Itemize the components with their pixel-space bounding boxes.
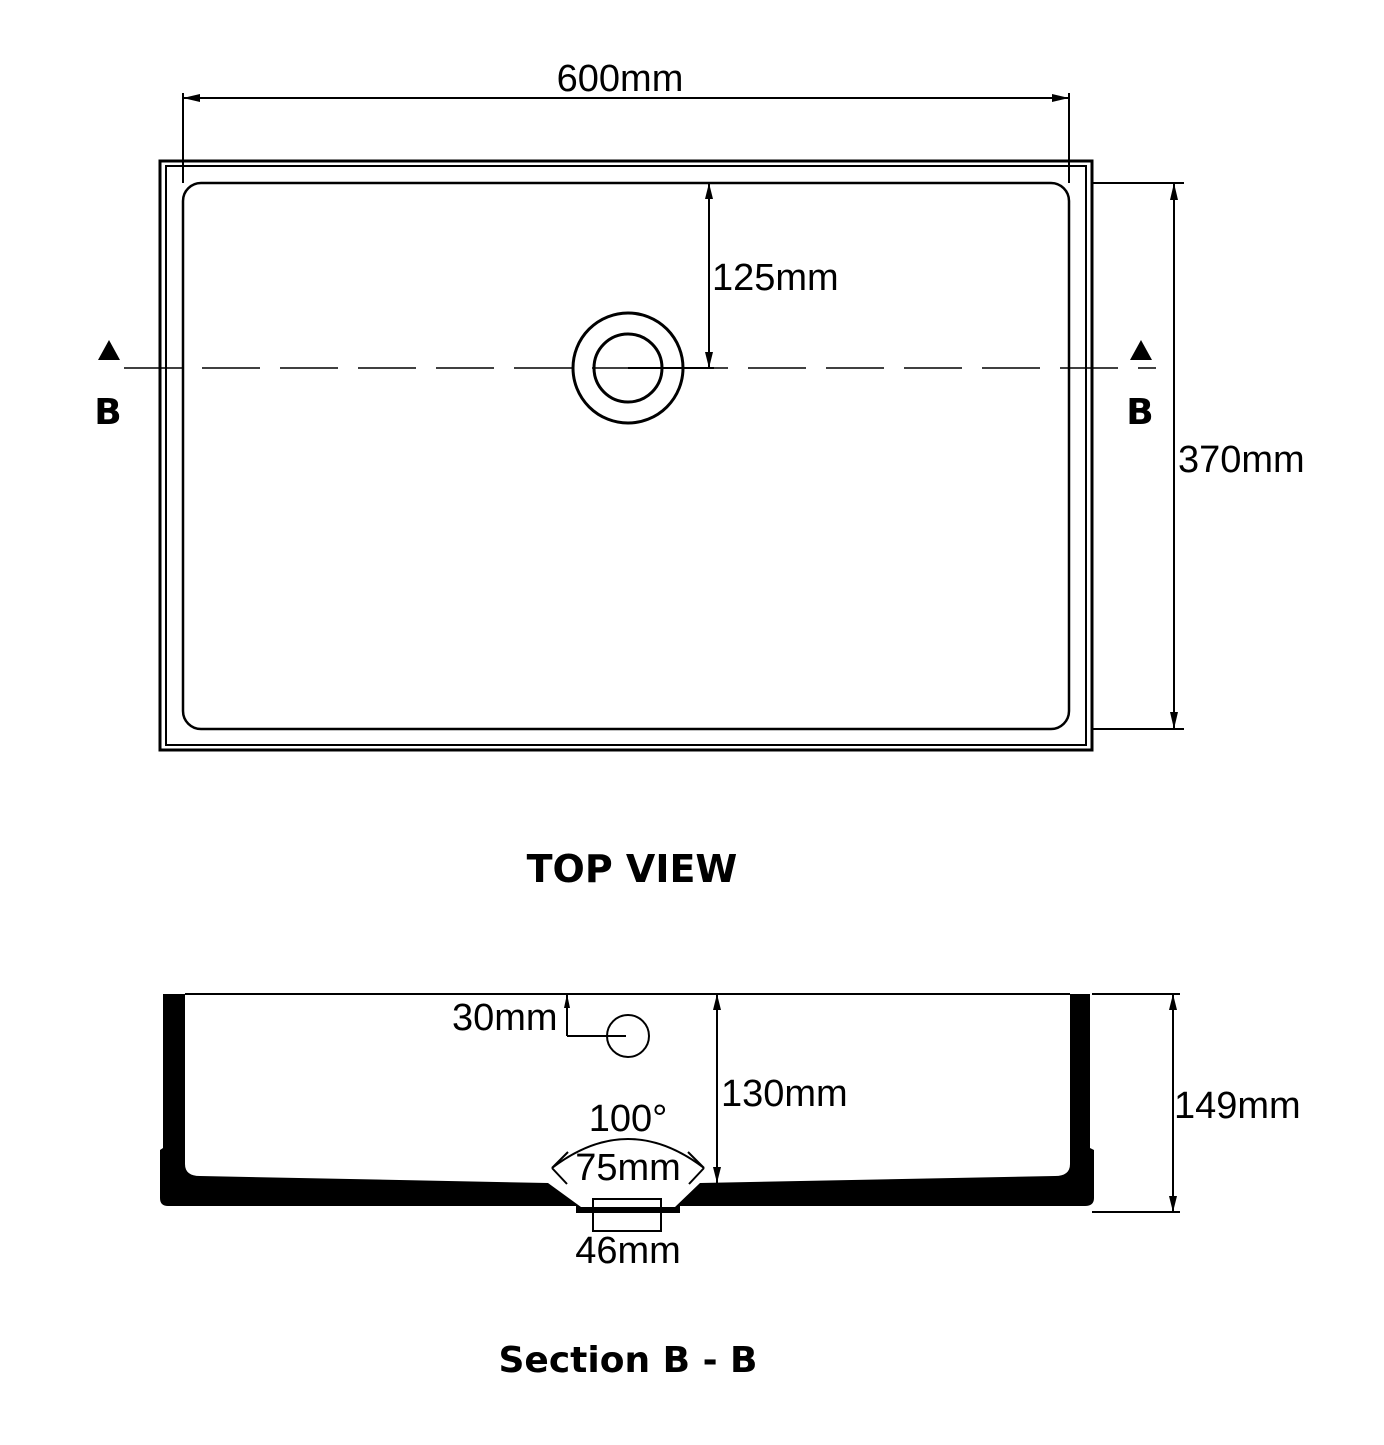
inner-depth-dimension: 130mm xyxy=(713,994,848,1183)
section-view-title: Section B - B xyxy=(498,1340,757,1381)
triangle-icon xyxy=(1130,340,1152,360)
overflow-label: 30mm xyxy=(452,997,558,1039)
drain-pipe xyxy=(592,1198,662,1232)
section-marker-left: B xyxy=(94,340,122,433)
overflow-dimension: 30mm xyxy=(452,994,626,1039)
top-view-title: TOP VIEW xyxy=(527,847,738,891)
drain-bottom-label: 46mm xyxy=(575,1230,681,1272)
triangle-icon xyxy=(98,340,120,360)
width-dimension: 600mm xyxy=(182,58,1070,183)
section-view: 30mm 130mm 149mm 100° 75mm xyxy=(160,993,1301,1381)
sink-outer-rim-inner-edge xyxy=(165,165,1087,746)
sink-outer-rim xyxy=(158,159,1094,752)
top-view: 600mm 370mm 125mm B B TOP VIEW xyxy=(94,58,1304,891)
sink-basin xyxy=(181,181,1071,731)
drain-top-label: 75mm xyxy=(575,1147,681,1189)
width-label: 600mm xyxy=(557,58,684,100)
inner-depth-label: 130mm xyxy=(721,1073,848,1115)
sink-cross-section xyxy=(160,994,1094,1213)
section-marker-right-label: B xyxy=(1126,392,1153,433)
depth-dimension: 370mm xyxy=(1092,182,1305,730)
depth-label: 370mm xyxy=(1178,439,1305,481)
section-marker-right: B xyxy=(1126,340,1154,433)
drain-angle-dimension: 100° 75mm xyxy=(551,1098,705,1189)
drain-offset-label: 125mm xyxy=(712,257,839,299)
section-marker-left-label: B xyxy=(94,392,121,433)
outer-height-label: 149mm xyxy=(1174,1085,1301,1127)
drain-bottom-dimension: 46mm xyxy=(575,1230,681,1272)
outer-height-dimension: 149mm xyxy=(1092,993,1301,1213)
drain-offset-dimension: 125mm xyxy=(628,183,839,369)
drain-angle-label: 100° xyxy=(589,1098,668,1140)
